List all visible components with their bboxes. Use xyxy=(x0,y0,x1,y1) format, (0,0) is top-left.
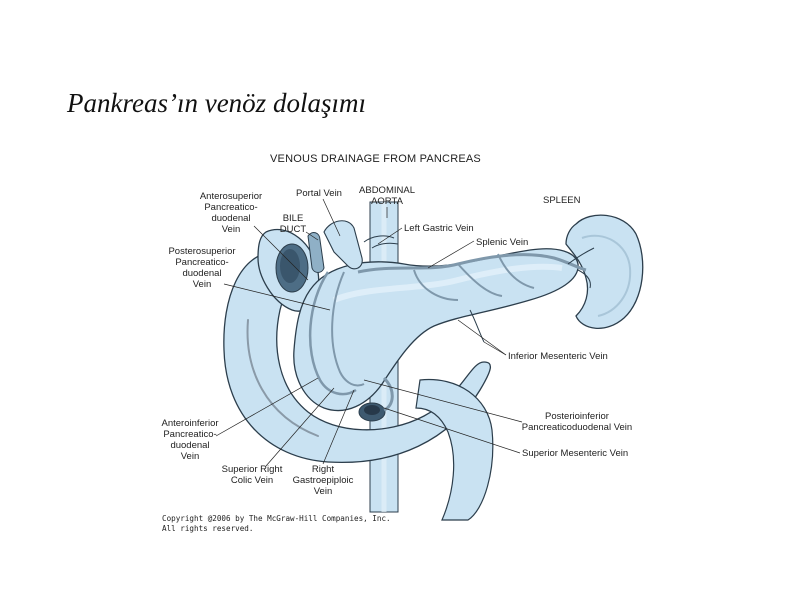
label-right-gastroepiploic-vein-3: Vein xyxy=(314,486,333,497)
label-abdominal-aorta-2: AORTA xyxy=(371,196,404,207)
label-superior-mesenteric-vein: Superior Mesenteric Vein xyxy=(522,448,628,459)
label-anterosuperior-4: Vein xyxy=(222,224,241,235)
anterior-arcade xyxy=(308,271,357,396)
label-portal-vein: Portal Vein xyxy=(296,188,342,199)
venous-drainage-figure: VENOUS DRAINAGE FROM PANCREAS Anterosupe… xyxy=(158,140,650,540)
label-abdominal-aorta: ABDOMINAL xyxy=(359,185,415,196)
label-anteroinferior-4: Vein xyxy=(181,451,200,462)
label-anteroinferior-3: duodenal xyxy=(170,440,209,451)
label-spleen: SPLEEN xyxy=(543,195,581,206)
label-bile-duct-2: DUCT xyxy=(280,224,307,235)
label-posterosuperior-4: Vein xyxy=(193,279,212,290)
duodenum xyxy=(223,251,491,464)
label-anteroinferior: Anteroinferior xyxy=(161,418,218,429)
label-anterosuperior: Anterosuperior xyxy=(200,191,262,202)
label-inferior-mesenteric-vein: Inferior Mesenteric Vein xyxy=(508,351,608,362)
bile-duct xyxy=(307,232,325,273)
posterior-arcade xyxy=(331,271,365,387)
label-right-gastroepiploic-vein: Right xyxy=(312,464,335,475)
label-bile-duct: BILE xyxy=(283,213,304,224)
label-anterosuperior-2: Pancreatico- xyxy=(204,202,257,213)
label-anterosuperior-3: duodenal xyxy=(211,213,250,224)
label-superior-right-colic-vein-2: Colic Vein xyxy=(231,475,273,486)
label-posterioinferior: Posterioinferior xyxy=(545,411,609,422)
label-posterosuperior: Posterosuperior xyxy=(168,246,235,257)
anatomy-illustration: VENOUS DRAINAGE FROM PANCREAS Anterosupe… xyxy=(158,140,650,540)
label-posterioinferior-2: Pancreaticoduodenal Vein xyxy=(522,422,632,433)
label-right-gastroepiploic-vein-2: Gastroepiploic xyxy=(293,475,354,486)
label-anteroinferior-2: Pancreatico- xyxy=(163,429,216,440)
leader-lines xyxy=(215,198,523,467)
spleen xyxy=(565,214,644,329)
slide-title: Pankreas’ın venöz dolaşımı xyxy=(67,88,366,118)
jejunum-loop xyxy=(415,378,494,521)
label-splenic-vein: Splenic Vein xyxy=(476,237,528,248)
label-posterosuperior-3: duodenal xyxy=(182,268,221,279)
copyright-line-2: All rights reserved. xyxy=(162,524,253,533)
label-left-gastric-vein: Left Gastric Vein xyxy=(404,223,474,234)
label-posterosuperior-2: Pancreatico- xyxy=(175,257,228,268)
label-superior-right-colic-vein: Superior Right xyxy=(222,464,283,475)
figure-heading: VENOUS DRAINAGE FROM PANCREAS xyxy=(270,153,481,165)
copyright-line-1: Copyright @2006 by The McGraw-Hill Compa… xyxy=(162,514,391,523)
